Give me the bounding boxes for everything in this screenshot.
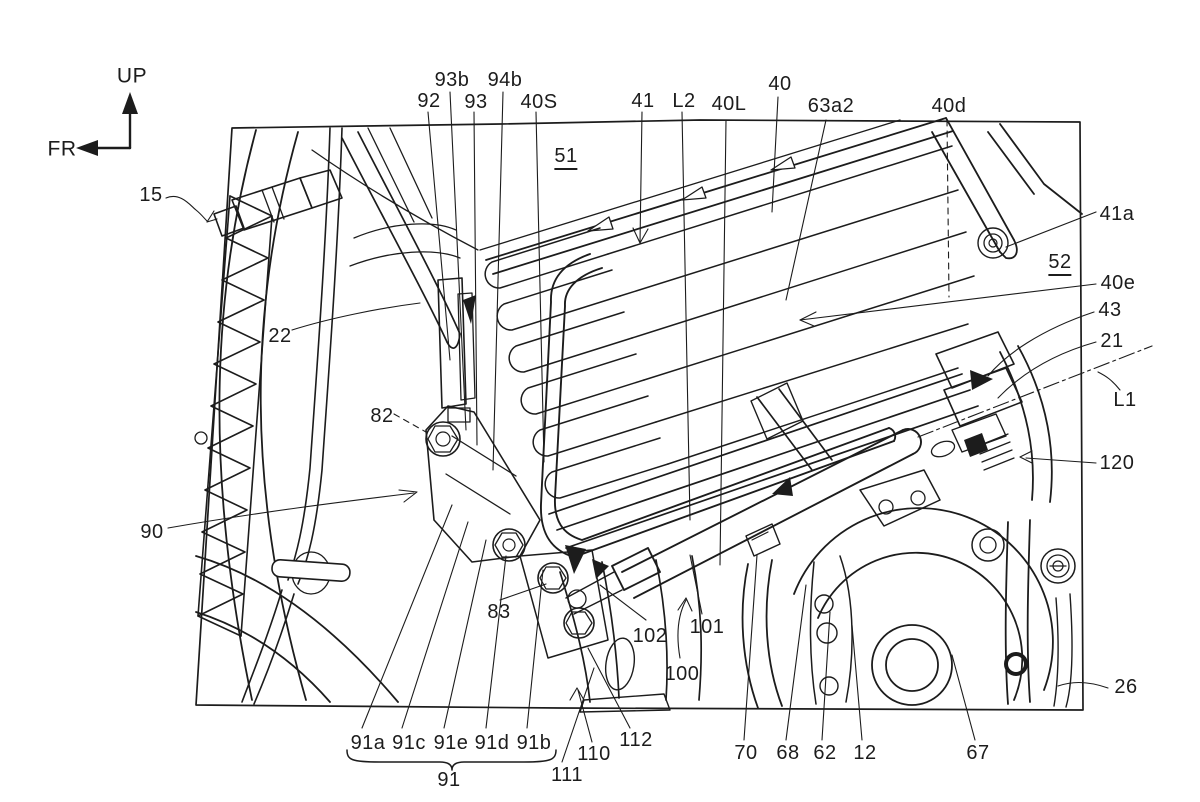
ref-label-83: 83 [487,601,511,623]
ref-label-91d: 91d [474,732,510,754]
ref-label-63a2: 63a2 [807,95,855,117]
ref-label-91c: 91c [392,732,426,754]
centre-stand [559,555,703,713]
ref-label-101: 101 [689,616,725,638]
carrier-frame-tube [540,253,897,558]
orientation-arrows [76,92,138,156]
ref-label-92: 92 [417,90,441,112]
ref-label-22: 22 [268,325,292,347]
ref-label-21: 21 [1100,330,1124,352]
battery-case-top-rail [479,117,954,275]
ref-label-51: 51 [554,146,578,170]
group-brace-91 [346,749,557,771]
ref-label-93b: 93b [434,69,470,91]
ref-label-40d: 40d [931,95,967,117]
ref-label-40L: 40L [711,93,747,115]
front-mount-bracket [425,277,609,659]
cross-frame-tube [750,382,833,471]
ref-label-82: 82 [370,405,394,427]
ref-label-41: 41 [631,90,655,112]
ref-label-111: 111 [551,764,583,786]
fork-top-clamp [213,169,343,237]
ref-label-52: 52 [1048,252,1072,276]
rear-mount-bracket [930,331,1023,471]
ref-label-120: 120 [1099,452,1135,474]
ref-label-110: 110 [577,743,611,765]
ref-label-70: 70 [734,742,758,764]
leader-lines [165,91,1153,763]
ref-label-L1: L1 [1113,389,1137,411]
direction-arrows [565,370,993,579]
battery-case-bottom-rail [548,373,979,549]
ref-label-94b: 94b [487,69,523,91]
ref-label-68: 68 [776,742,800,764]
ref-label-L2: L2 [672,90,696,112]
label-fr: FR [47,137,77,161]
ref-label-91b: 91b [516,732,552,754]
front-wheel-arcs [194,129,399,703]
figure-border [195,119,1084,711]
ref-label-26: 26 [1114,676,1138,698]
battery-cells [484,145,975,499]
cable-harness [241,127,351,705]
ref-label-40e: 40e [1100,272,1136,294]
ref-label-93: 93 [464,91,488,113]
ref-label-100: 100 [664,663,700,685]
ref-label-40S: 40S [520,91,558,113]
rear-frame [971,123,1083,708]
ref-label-112: 112 [619,729,653,751]
ref-label-62: 62 [813,742,837,764]
ref-label-12: 12 [853,742,877,764]
ref-label-40: 40 [768,73,792,95]
fork-gaiter [197,195,273,637]
ref-label-91a: 91a [350,732,386,754]
label-up: UP [116,64,148,88]
ref-label-91e: 91e [433,732,469,754]
ref-label-102: 102 [632,625,668,647]
ref-label-15: 15 [139,184,163,206]
ref-label-90: 90 [140,521,164,543]
ref-label-91: 91 [437,769,461,791]
ref-label-41a: 41a [1099,203,1135,225]
frame-down-tube [311,127,479,349]
ref-label-43: 43 [1098,299,1122,321]
battery-case-right-end [931,117,1018,260]
ref-label-67: 67 [966,742,990,764]
